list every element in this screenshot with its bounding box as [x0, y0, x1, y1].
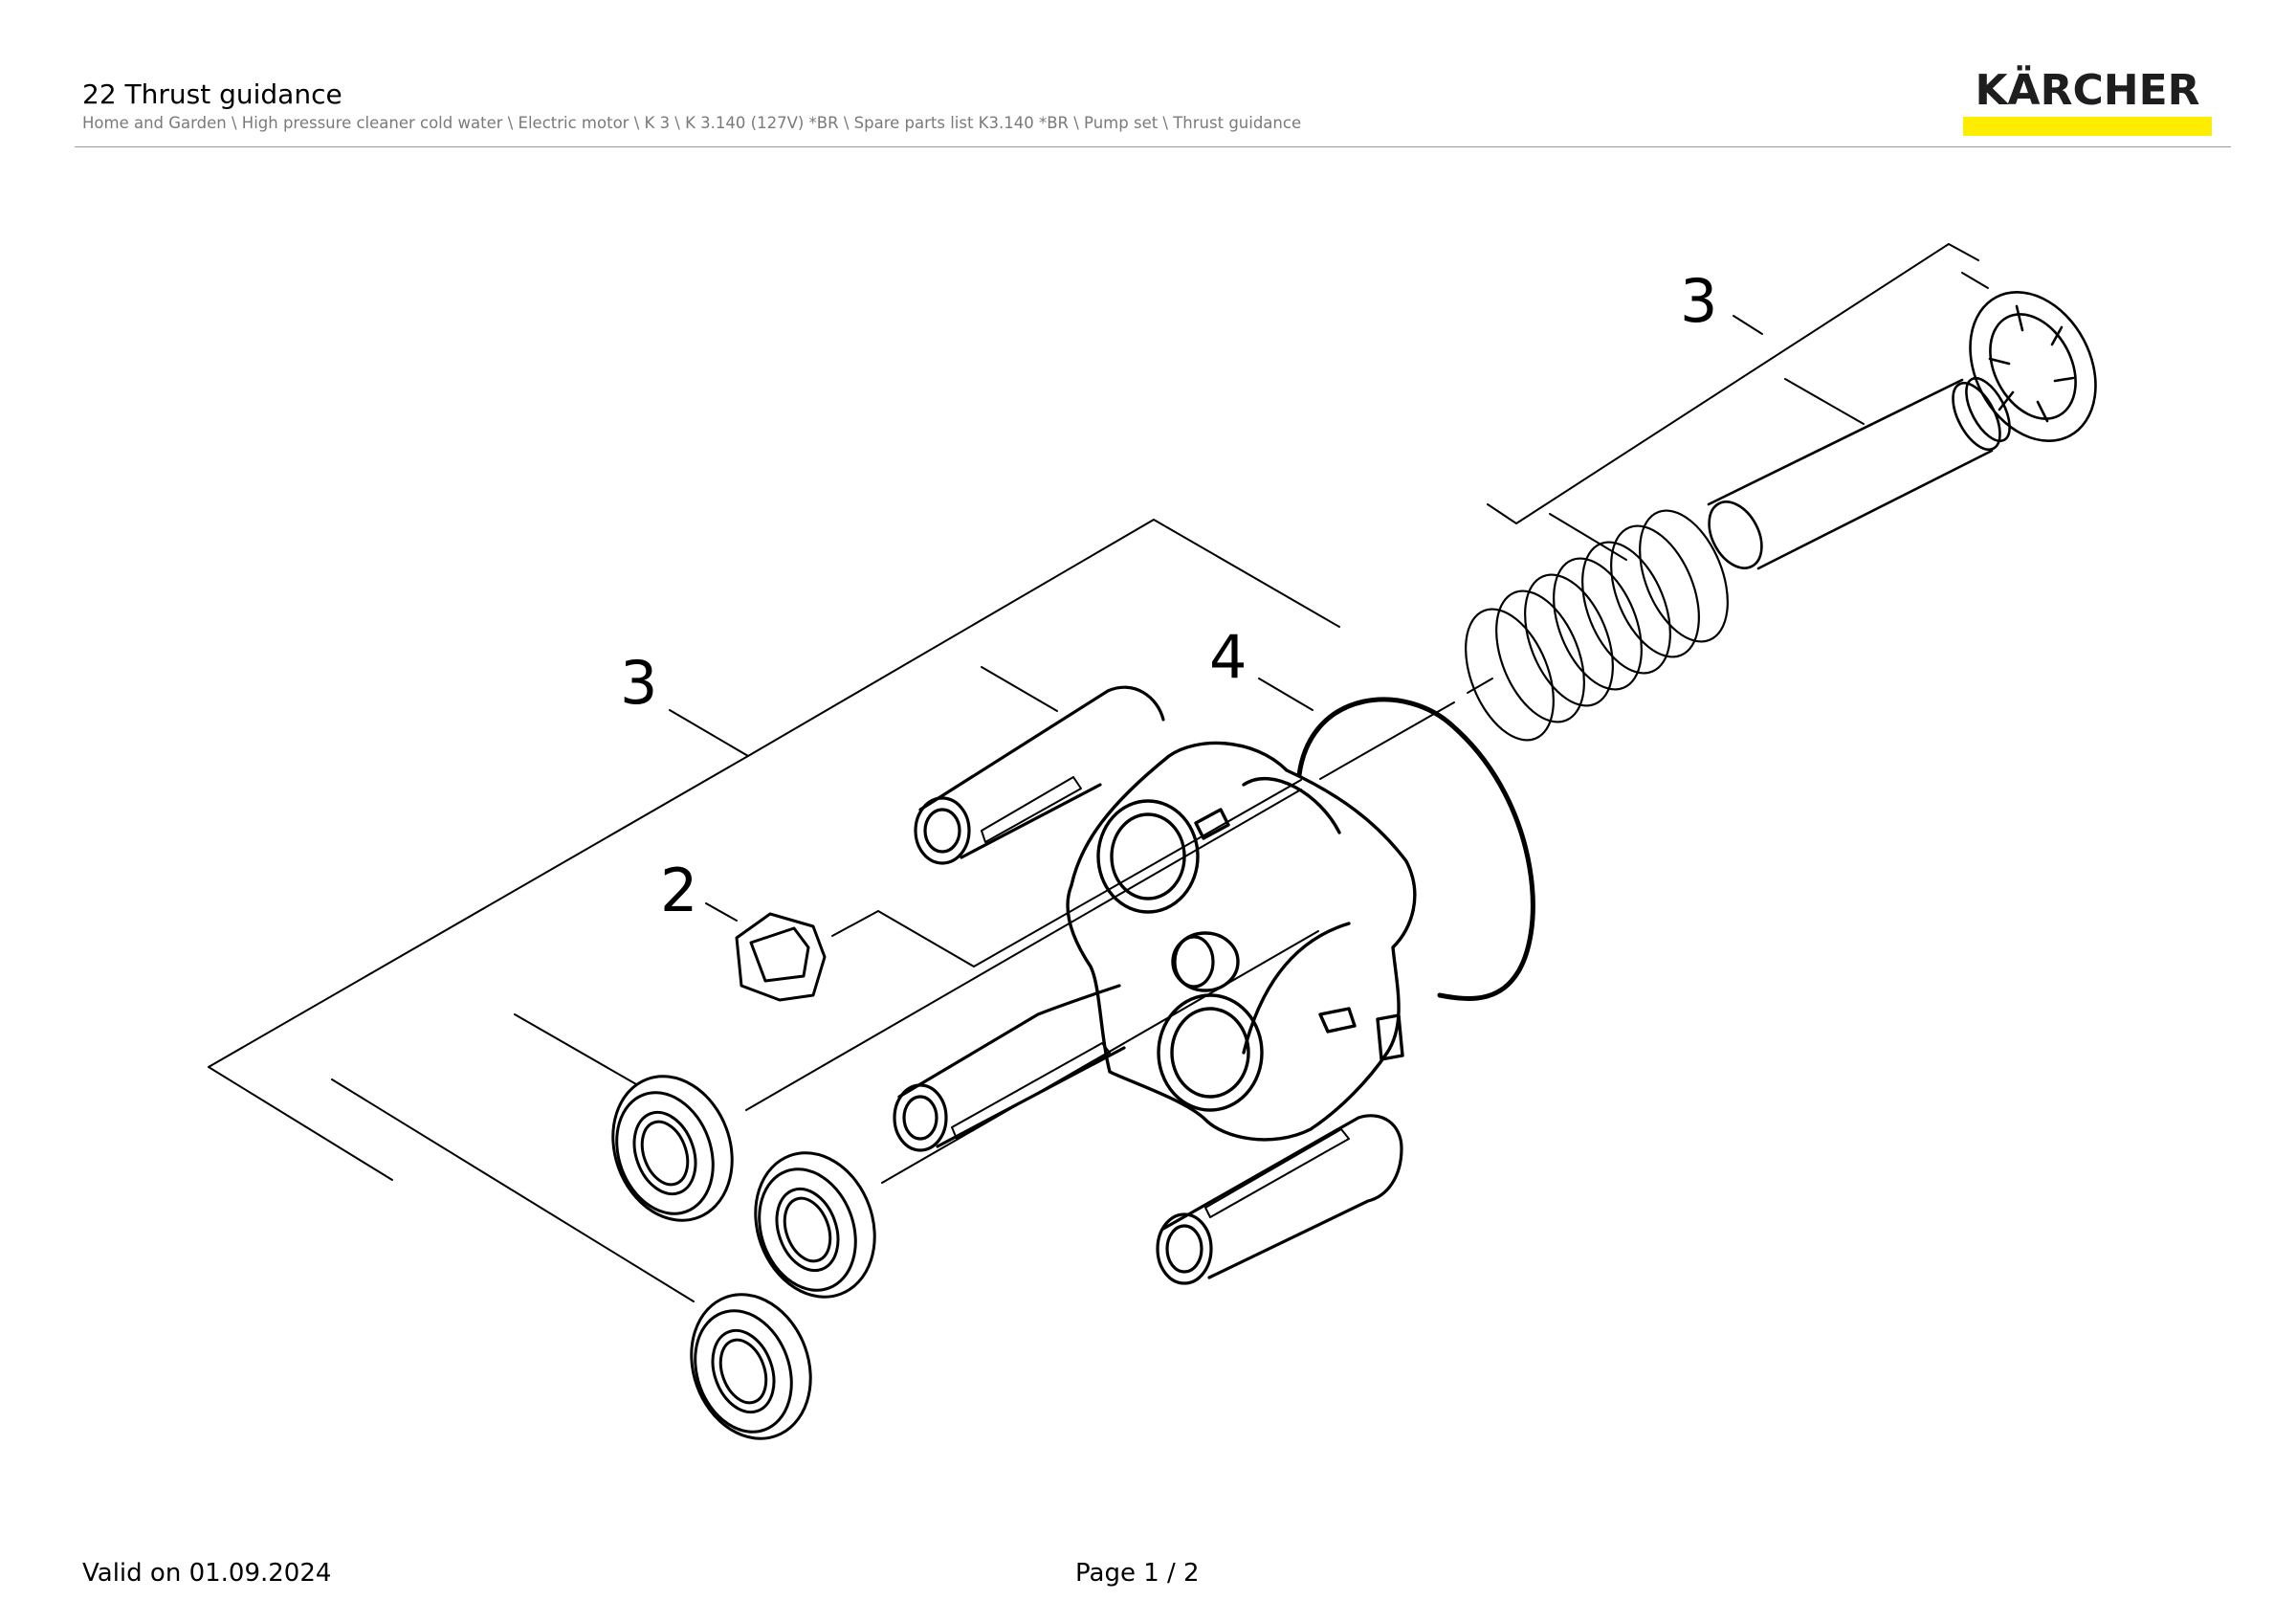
header-divider	[75, 146, 2231, 147]
callout-3-right: 3	[1680, 266, 1717, 336]
bearing-ring-1	[611, 1075, 734, 1222]
o-ring	[1296, 697, 1535, 1002]
valid-date: Valid on 01.09.2024	[82, 1559, 332, 1588]
leader-lines	[208, 243, 1989, 1302]
bearing-ring-2	[754, 1151, 876, 1299]
pistons	[893, 685, 1403, 1285]
thrust-housing	[1066, 741, 1417, 1142]
callout-2: 2	[660, 856, 697, 925]
logo-wordmark: KÄRCHER	[1975, 66, 2200, 115]
callout-3-left: 3	[620, 648, 657, 718]
breadcrumb[interactable]: Home and Garden \ High pressure cleaner …	[82, 114, 1302, 132]
page-number: Page 1 / 2	[1075, 1559, 1200, 1588]
retaining-washer	[1969, 291, 2097, 442]
bearing-ring-3	[690, 1293, 812, 1440]
karcher-logo: KÄRCHER	[1961, 67, 2214, 138]
page-title: 22 Thrust guidance	[82, 78, 342, 110]
callout-4: 4	[1209, 622, 1247, 692]
compression-spring	[1465, 509, 1729, 742]
lip-seal	[735, 912, 827, 1002]
logo-yellow-bar	[1963, 117, 2212, 136]
guide-pin	[1707, 376, 2011, 570]
